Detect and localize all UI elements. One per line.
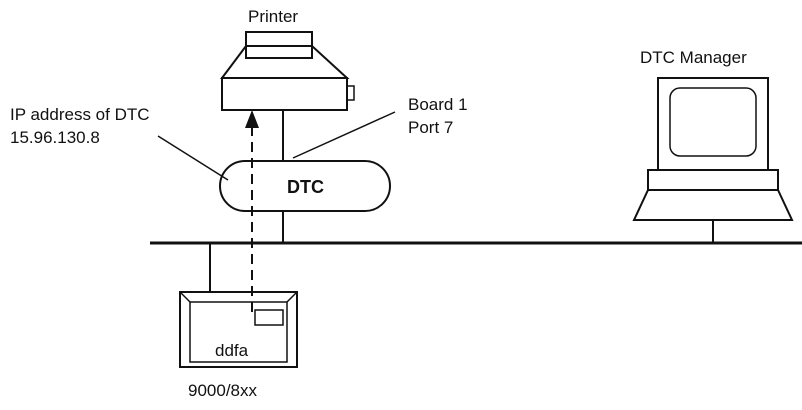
ip-callout-line [158, 136, 228, 180]
model-label: 9000/8xx [188, 381, 257, 400]
printer-label: Printer [248, 7, 298, 26]
printer-icon [222, 32, 354, 110]
ip-address-label: IP address of DTC [10, 105, 150, 124]
port-callout-line [293, 112, 395, 158]
dtc-manager-computer-icon [634, 78, 792, 220]
port-label: Port 7 [408, 118, 453, 137]
dtc-label: DTC [287, 177, 324, 197]
board-label: Board 1 [408, 95, 468, 114]
dtc-manager-label: DTC Manager [640, 48, 747, 67]
ddfa-label: ddfa [215, 341, 249, 360]
ip-address-value: 15.96.130.8 [10, 128, 100, 147]
